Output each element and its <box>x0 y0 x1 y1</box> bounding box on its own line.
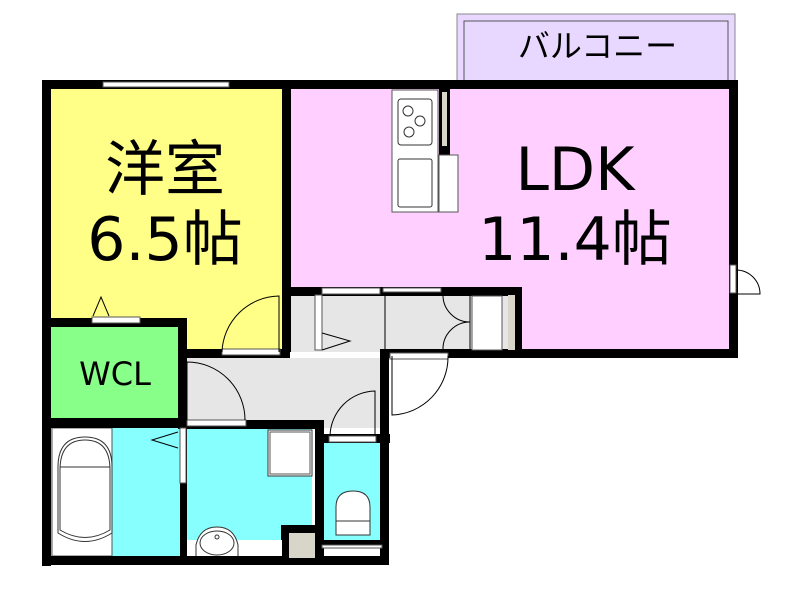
bedroom-label: 洋室 <box>105 135 225 205</box>
wcl-label: WCL <box>79 355 151 393</box>
ldk-area-lower <box>520 288 730 350</box>
bathtub <box>57 436 113 542</box>
washbasin <box>187 526 282 556</box>
ldk-size: 11.4帖 <box>478 205 672 275</box>
bedroom-area-lower <box>185 320 282 352</box>
toilet-fixture <box>335 490 371 536</box>
doors <box>92 264 761 484</box>
wcl-area <box>50 326 178 418</box>
hallway-area-lower <box>185 358 385 428</box>
bedroom-area <box>50 88 282 324</box>
ldk-label: LDK <box>515 135 635 205</box>
pillar <box>508 295 515 350</box>
pillar <box>289 533 315 558</box>
balcony <box>456 13 736 87</box>
bedroom-size: 6.5帖 <box>87 205 243 275</box>
washing-machine-pan <box>267 429 313 477</box>
ldk-area <box>290 88 730 290</box>
kitchen-counter <box>391 89 459 213</box>
windows <box>91 81 442 549</box>
balcony-label: バルコニー <box>517 27 678 65</box>
